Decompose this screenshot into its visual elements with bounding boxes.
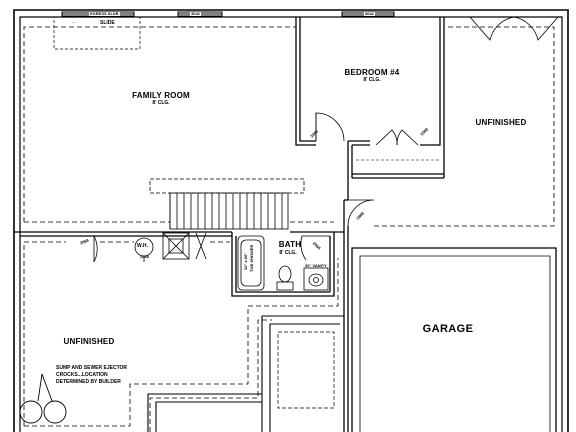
window-label-mid: 3042 (190, 11, 201, 16)
sump-crocks (19, 373, 67, 424)
room-ceiling-family: 8' CLG. (152, 100, 170, 106)
slide-label: SLIDE (100, 20, 115, 26)
vanity (303, 267, 329, 291)
window-label-right: 3042 (364, 11, 375, 16)
room-name-bedroom: BEDROOM #4 (344, 68, 400, 77)
toilet (276, 265, 294, 291)
water-heater-label: W.H. (137, 243, 148, 249)
sump-note: SUMP AND SEWER EJECTOR CROCKS...LOCATION… (56, 365, 127, 386)
hall-walls (343, 199, 349, 432)
room-name-unfinished-left: UNFINISHED (63, 337, 115, 346)
tub-size-label: 32" x 60" (243, 252, 248, 270)
unfinished-right-outline (372, 26, 555, 227)
vanity-label: 30" VANITY (305, 263, 327, 268)
room-name-bath: BATH (278, 240, 302, 249)
sump-note-line3: DETERMINED BY BUILDER (56, 379, 121, 385)
exterior-wall (13, 9, 569, 432)
sump-note-line2: CROCKS...LOCATION (56, 372, 108, 378)
mid-wall (14, 231, 344, 237)
mechanical (134, 232, 207, 262)
tub-label: TUB SHOWER (249, 244, 254, 272)
door-swings (315, 16, 559, 227)
bedroom-walls (295, 17, 445, 200)
slide-arrow: ← (72, 19, 77, 25)
garage-outline (351, 247, 557, 432)
tub (237, 235, 265, 291)
room-ceiling-bedroom: 8' CLG. (363, 77, 381, 83)
family-room-outline (23, 26, 334, 223)
stair (149, 178, 305, 230)
unfinished-left-outline (23, 241, 339, 432)
room-name-family: FAMILY ROOM (132, 91, 190, 100)
room-name-garage: GARAGE (422, 323, 474, 335)
bath-walls (231, 232, 335, 297)
lower-steps (147, 315, 344, 432)
slide-window-well (53, 16, 141, 50)
window-label-egress: EGRESS SLDR (89, 11, 120, 16)
room-name-unfinished-right: UNFINISHED (475, 118, 527, 127)
sump-note-line1: SUMP AND SEWER EJECTOR (56, 365, 128, 371)
room-ceiling-bath: 8' CLG. (279, 250, 297, 256)
door-label-utility: 2068 (140, 254, 149, 259)
